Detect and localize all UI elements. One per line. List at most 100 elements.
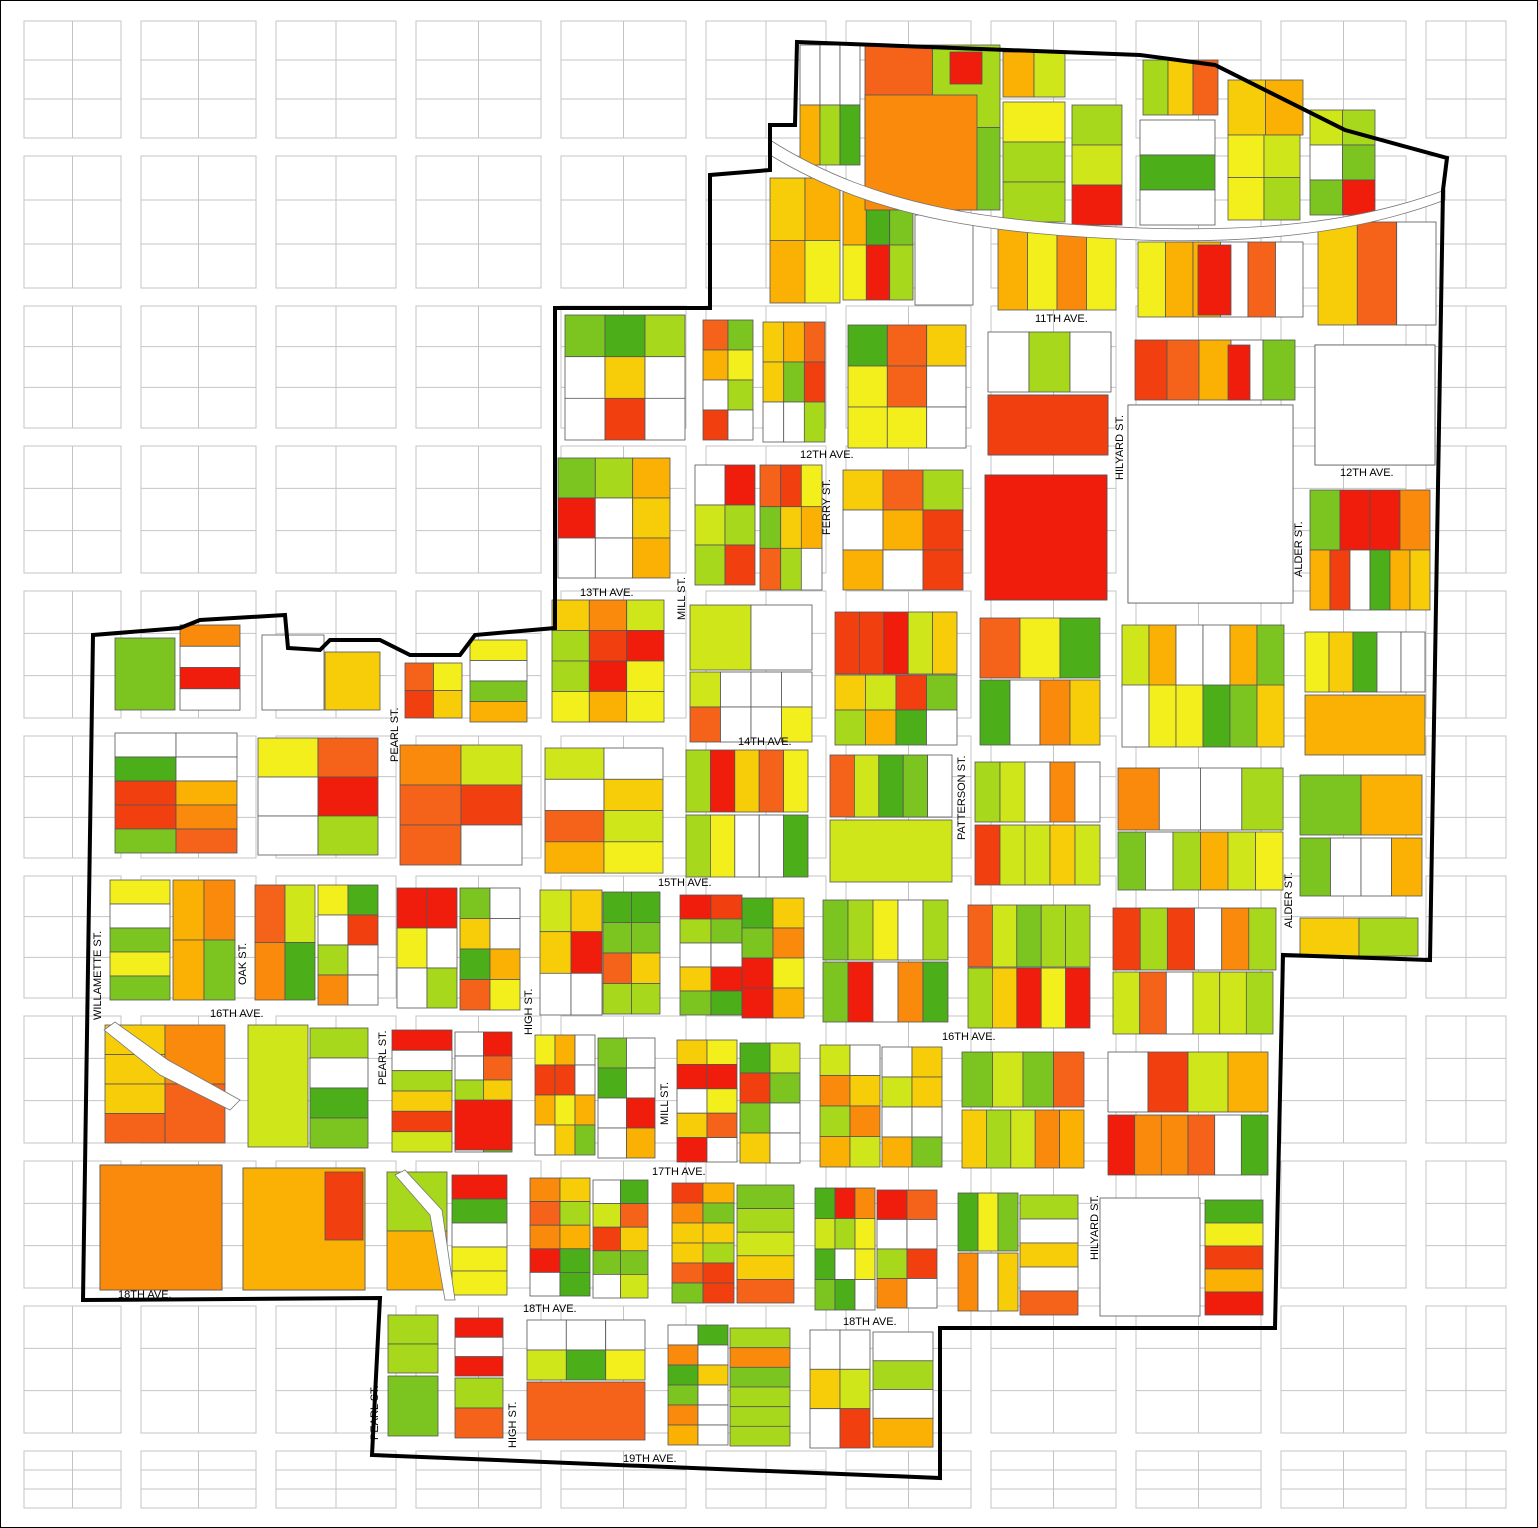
parcel — [911, 1076, 943, 1108]
parcel — [1219, 971, 1247, 1035]
parcel — [694, 544, 726, 586]
parcel — [865, 244, 890, 301]
parcel — [897, 899, 924, 961]
parcel — [529, 1201, 561, 1226]
parcel — [842, 509, 884, 551]
parcel — [667, 1324, 699, 1346]
parcel — [927, 754, 953, 818]
parcel — [1086, 227, 1117, 311]
parcel — [631, 891, 661, 923]
parcel — [460, 744, 523, 786]
parcel — [895, 709, 927, 746]
parcel — [974, 824, 1001, 886]
parcel — [317, 974, 349, 1006]
parcel — [809, 1368, 841, 1410]
parcel — [1019, 1290, 1079, 1316]
parcel — [469, 701, 528, 723]
parcel — [347, 944, 379, 976]
parcel — [1024, 824, 1051, 886]
parcel — [729, 1327, 791, 1349]
parcel — [1309, 489, 1341, 551]
parcel — [914, 214, 974, 306]
parcel — [906, 1248, 938, 1279]
parcel — [834, 674, 866, 711]
parcel — [284, 942, 316, 1001]
parcel — [741, 897, 774, 929]
parcel — [554, 1034, 576, 1066]
parcel — [839, 1408, 871, 1449]
street-label-high-mid: HIGH ST. — [523, 989, 535, 1035]
parcel — [847, 899, 874, 961]
parcel — [872, 899, 899, 961]
parcel — [839, 44, 861, 106]
parcel — [876, 1248, 908, 1279]
street-labels: 11TH AVE. 12TH AVE. 12TH AVE. 13TH AVE. … — [92, 313, 1394, 1465]
parcel — [284, 884, 316, 943]
parcel — [597, 1037, 627, 1069]
parcel — [602, 891, 632, 923]
parcel — [829, 819, 953, 883]
parcel — [588, 660, 627, 692]
parcel — [1049, 761, 1076, 823]
parcel — [574, 1124, 596, 1156]
parcel — [459, 948, 491, 980]
parcel — [878, 754, 904, 818]
parcel — [671, 1242, 704, 1264]
parcel — [451, 1270, 508, 1296]
street-label-15th-ave: 15TH AVE. — [658, 877, 712, 889]
parcel — [559, 1272, 591, 1297]
parcel — [175, 804, 238, 830]
parcel — [671, 1182, 704, 1204]
parcel — [876, 1189, 908, 1220]
parcel — [697, 1384, 729, 1406]
parcel — [803, 321, 826, 363]
parcel — [460, 824, 523, 866]
parcel — [539, 889, 572, 933]
parcel — [679, 918, 712, 944]
parcel — [592, 1226, 621, 1252]
street-label-11th-ave: 11TH AVE. — [1035, 313, 1088, 325]
parcel — [551, 660, 590, 692]
parcel — [706, 1112, 738, 1138]
parcel — [604, 397, 646, 441]
parcel — [554, 1124, 576, 1156]
parcel — [626, 660, 665, 692]
parcel — [769, 1132, 801, 1164]
street-label-patterson: PATTERSON ST. — [956, 755, 968, 840]
study-area-parcels — [99, 44, 1437, 1449]
parcel — [849, 1044, 881, 1076]
parcel — [814, 1218, 836, 1250]
parcel — [780, 547, 802, 591]
parcel — [759, 506, 782, 549]
parcel — [906, 1219, 938, 1250]
parcel — [1019, 617, 1061, 679]
parcel — [706, 1039, 738, 1065]
parcel — [1328, 631, 1354, 693]
parcel — [710, 814, 736, 878]
parcel — [179, 624, 241, 647]
parcel — [588, 691, 627, 723]
parcel — [557, 497, 596, 539]
parcel — [769, 240, 806, 304]
parcel — [997, 1192, 1019, 1252]
parcel — [592, 1203, 621, 1228]
parcel — [834, 1279, 856, 1311]
parcel — [626, 630, 665, 662]
parcel — [1019, 1218, 1079, 1244]
parcel — [762, 361, 785, 403]
parcel — [483, 1055, 513, 1081]
parcel — [689, 604, 752, 671]
parcel — [750, 671, 782, 708]
parcel — [1200, 767, 1243, 831]
street-label-willamette: WILLAMETTE ST. — [92, 931, 104, 1020]
parcel — [1033, 51, 1066, 98]
parcel — [999, 824, 1026, 886]
parcel — [534, 1064, 556, 1096]
parcel — [1107, 1114, 1136, 1176]
parcel — [736, 1184, 795, 1210]
parcel — [1024, 761, 1051, 823]
parcel — [902, 754, 929, 818]
parcel — [667, 1404, 699, 1426]
parcel — [565, 1349, 606, 1381]
parcel — [1059, 1109, 1085, 1169]
